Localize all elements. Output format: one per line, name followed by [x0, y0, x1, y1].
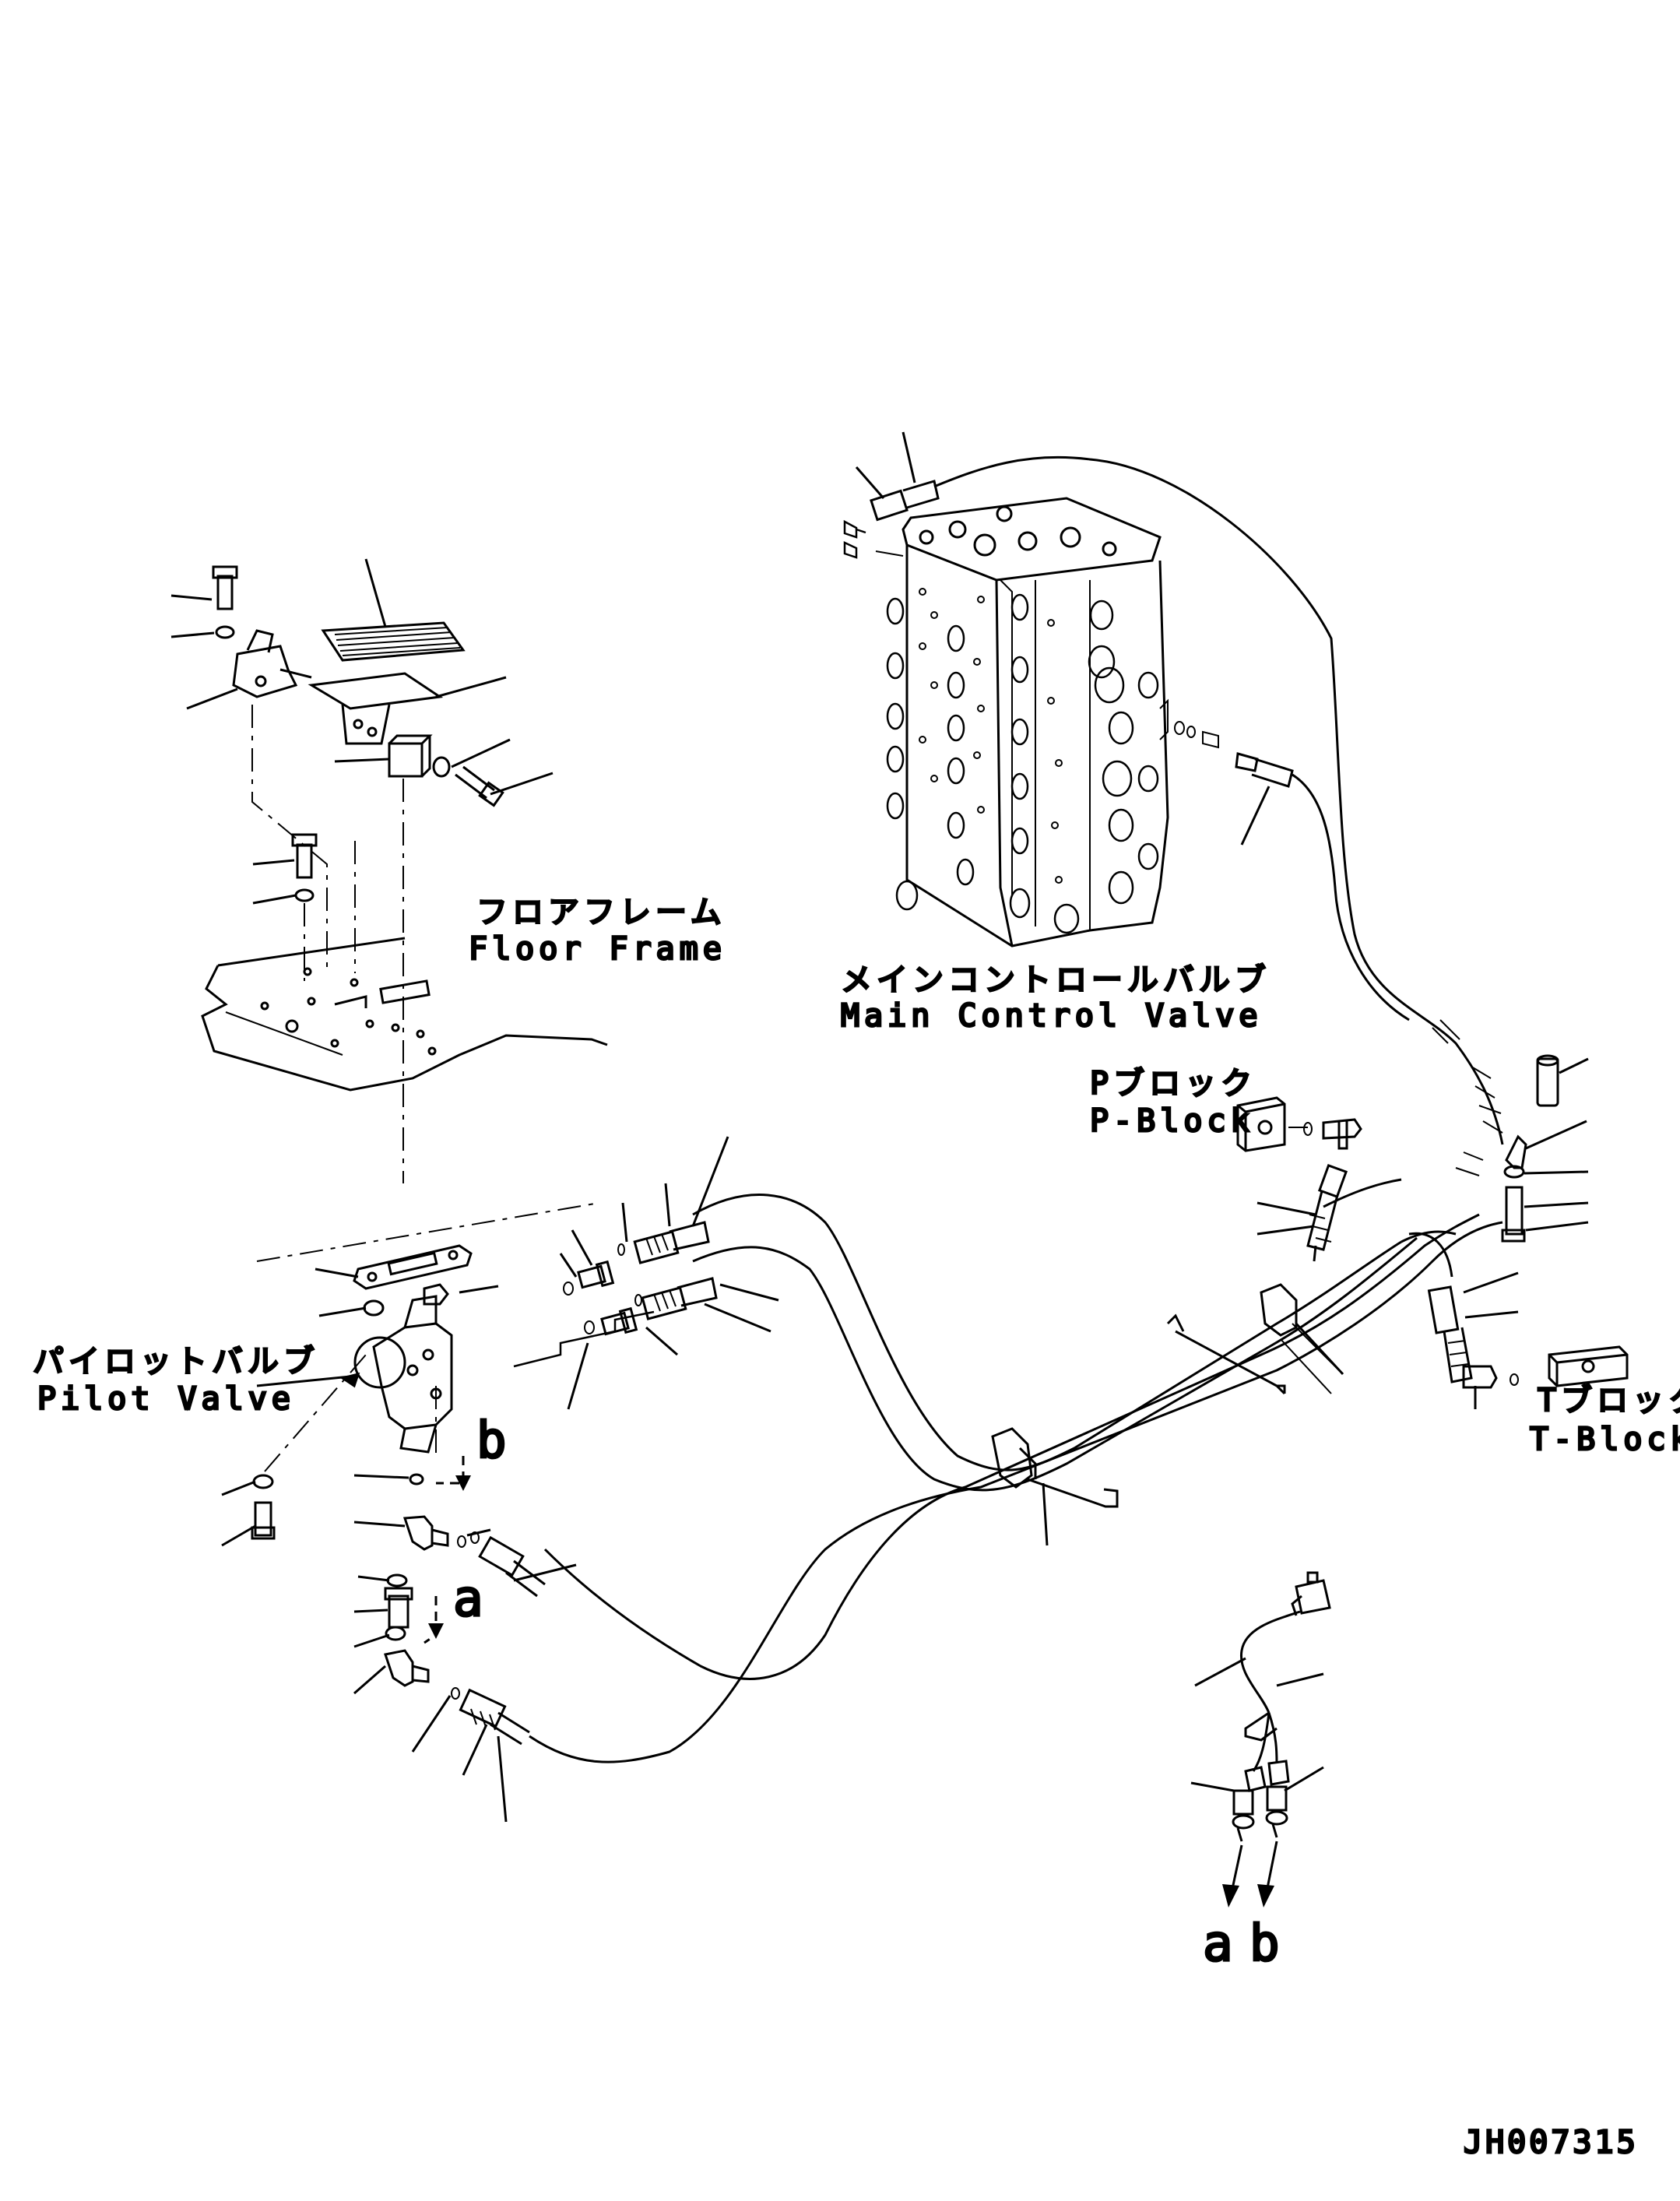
- hoses: [529, 455, 1504, 1763]
- pressure-switch-harness: [1190, 1571, 1331, 1907]
- t-block-label-jp: Tブロック: [1538, 1383, 1680, 1419]
- floor-frame-label-jp: フロアフレーム: [476, 895, 726, 930]
- main-control-valve: [843, 431, 1294, 948]
- floor-frame: [201, 937, 608, 1092]
- mcv-label-jp: メインコントロールバルブ: [841, 962, 1271, 998]
- port-b-label: b: [476, 1412, 507, 1470]
- t-block-label-en: T-Block: [1530, 1422, 1680, 1457]
- floor-frame-label-en: Floor Frame: [469, 931, 726, 967]
- pilot-valve-label-en: Pilot Valve: [37, 1381, 295, 1417]
- bottom-port-b-label: b: [1249, 1915, 1280, 1973]
- document-id: JH007315: [1464, 2125, 1639, 2161]
- mcv-label-en: Main Control Valve: [841, 998, 1262, 1034]
- pilot-hose-fittings: [559, 1136, 779, 1410]
- pilot-lower-fittings: [353, 1515, 577, 1823]
- lower-bolt: [221, 1473, 424, 1547]
- p-block-label-en: P-Block: [1090, 1103, 1254, 1139]
- guide-lines: [251, 705, 600, 1472]
- p-block-label-jp: Pブロック: [1090, 1066, 1256, 1102]
- right-clamp-bolts: [1501, 1054, 1589, 1243]
- port-arrows: [424, 1456, 471, 1644]
- p-block: [1236, 1096, 1362, 1262]
- hose-clamps: [991, 1283, 1344, 1546]
- pilot-valve-label-jp: パイロットバルブ: [33, 1344, 319, 1380]
- pedal-assembly: [170, 558, 554, 905]
- t-block: [1427, 1271, 1629, 1409]
- bottom-port-a-label: a: [1203, 1915, 1233, 1973]
- pilot-valve: [256, 1244, 655, 1454]
- port-a-label: a: [453, 1570, 483, 1628]
